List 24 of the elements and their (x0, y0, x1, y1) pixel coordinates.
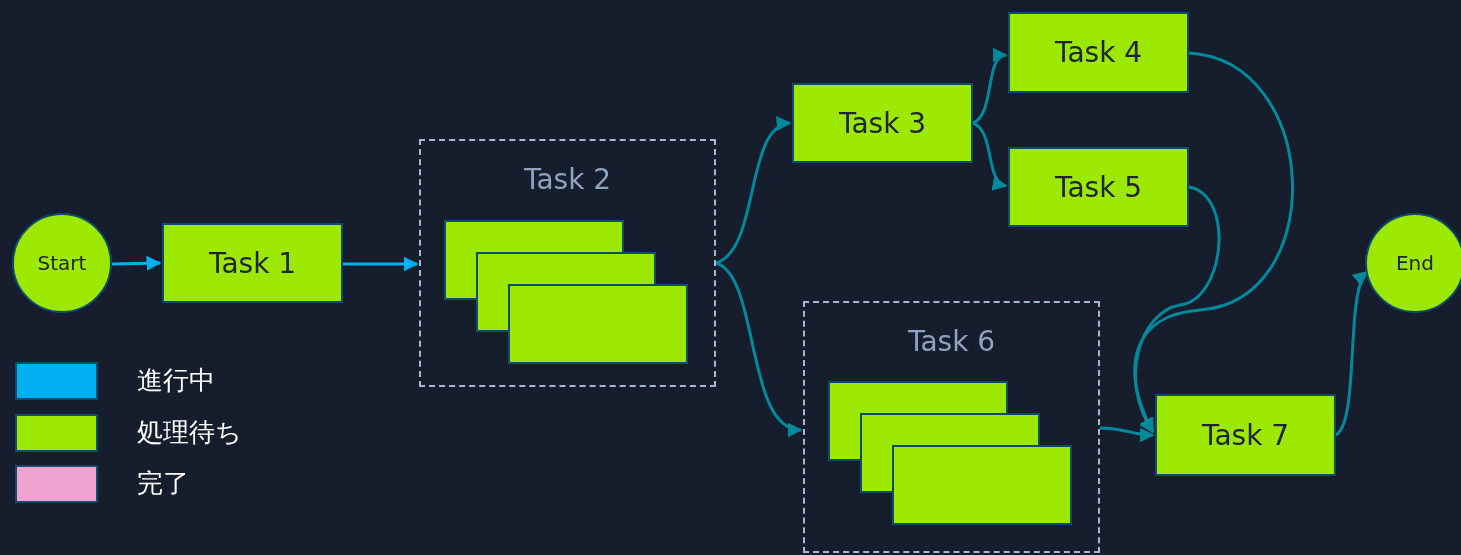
group-title: Task 6 (906, 325, 997, 358)
arrow (972, 51, 1008, 125)
task-group-frame (803, 301, 1100, 553)
legend-label: 進行中 (137, 365, 215, 395)
task-box: Task 5 (1008, 147, 1189, 227)
arrow (1134, 185, 1221, 434)
stacked-cards-drawing (828, 381, 1073, 527)
legend-label: 処理待ち (137, 416, 242, 447)
arrow (1099, 426, 1155, 443)
terminal-circle: Start (12, 213, 112, 313)
stacked-cards-drawing (444, 220, 689, 366)
arrow (111, 255, 162, 271)
task-box: Task 7 (1155, 394, 1336, 476)
arrow (715, 261, 803, 435)
task-box: Task 1 (162, 223, 343, 303)
task-box: Task 3 (792, 83, 973, 163)
legend-label: 完了 (137, 468, 189, 498)
terminal-circle: End (1365, 213, 1461, 313)
group-title: Task 2 (522, 163, 613, 196)
arrow (972, 121, 1008, 188)
arrow (715, 119, 792, 265)
task-box: Task 4 (1008, 12, 1189, 93)
task-group-frame (419, 139, 716, 387)
arrow (343, 256, 419, 272)
